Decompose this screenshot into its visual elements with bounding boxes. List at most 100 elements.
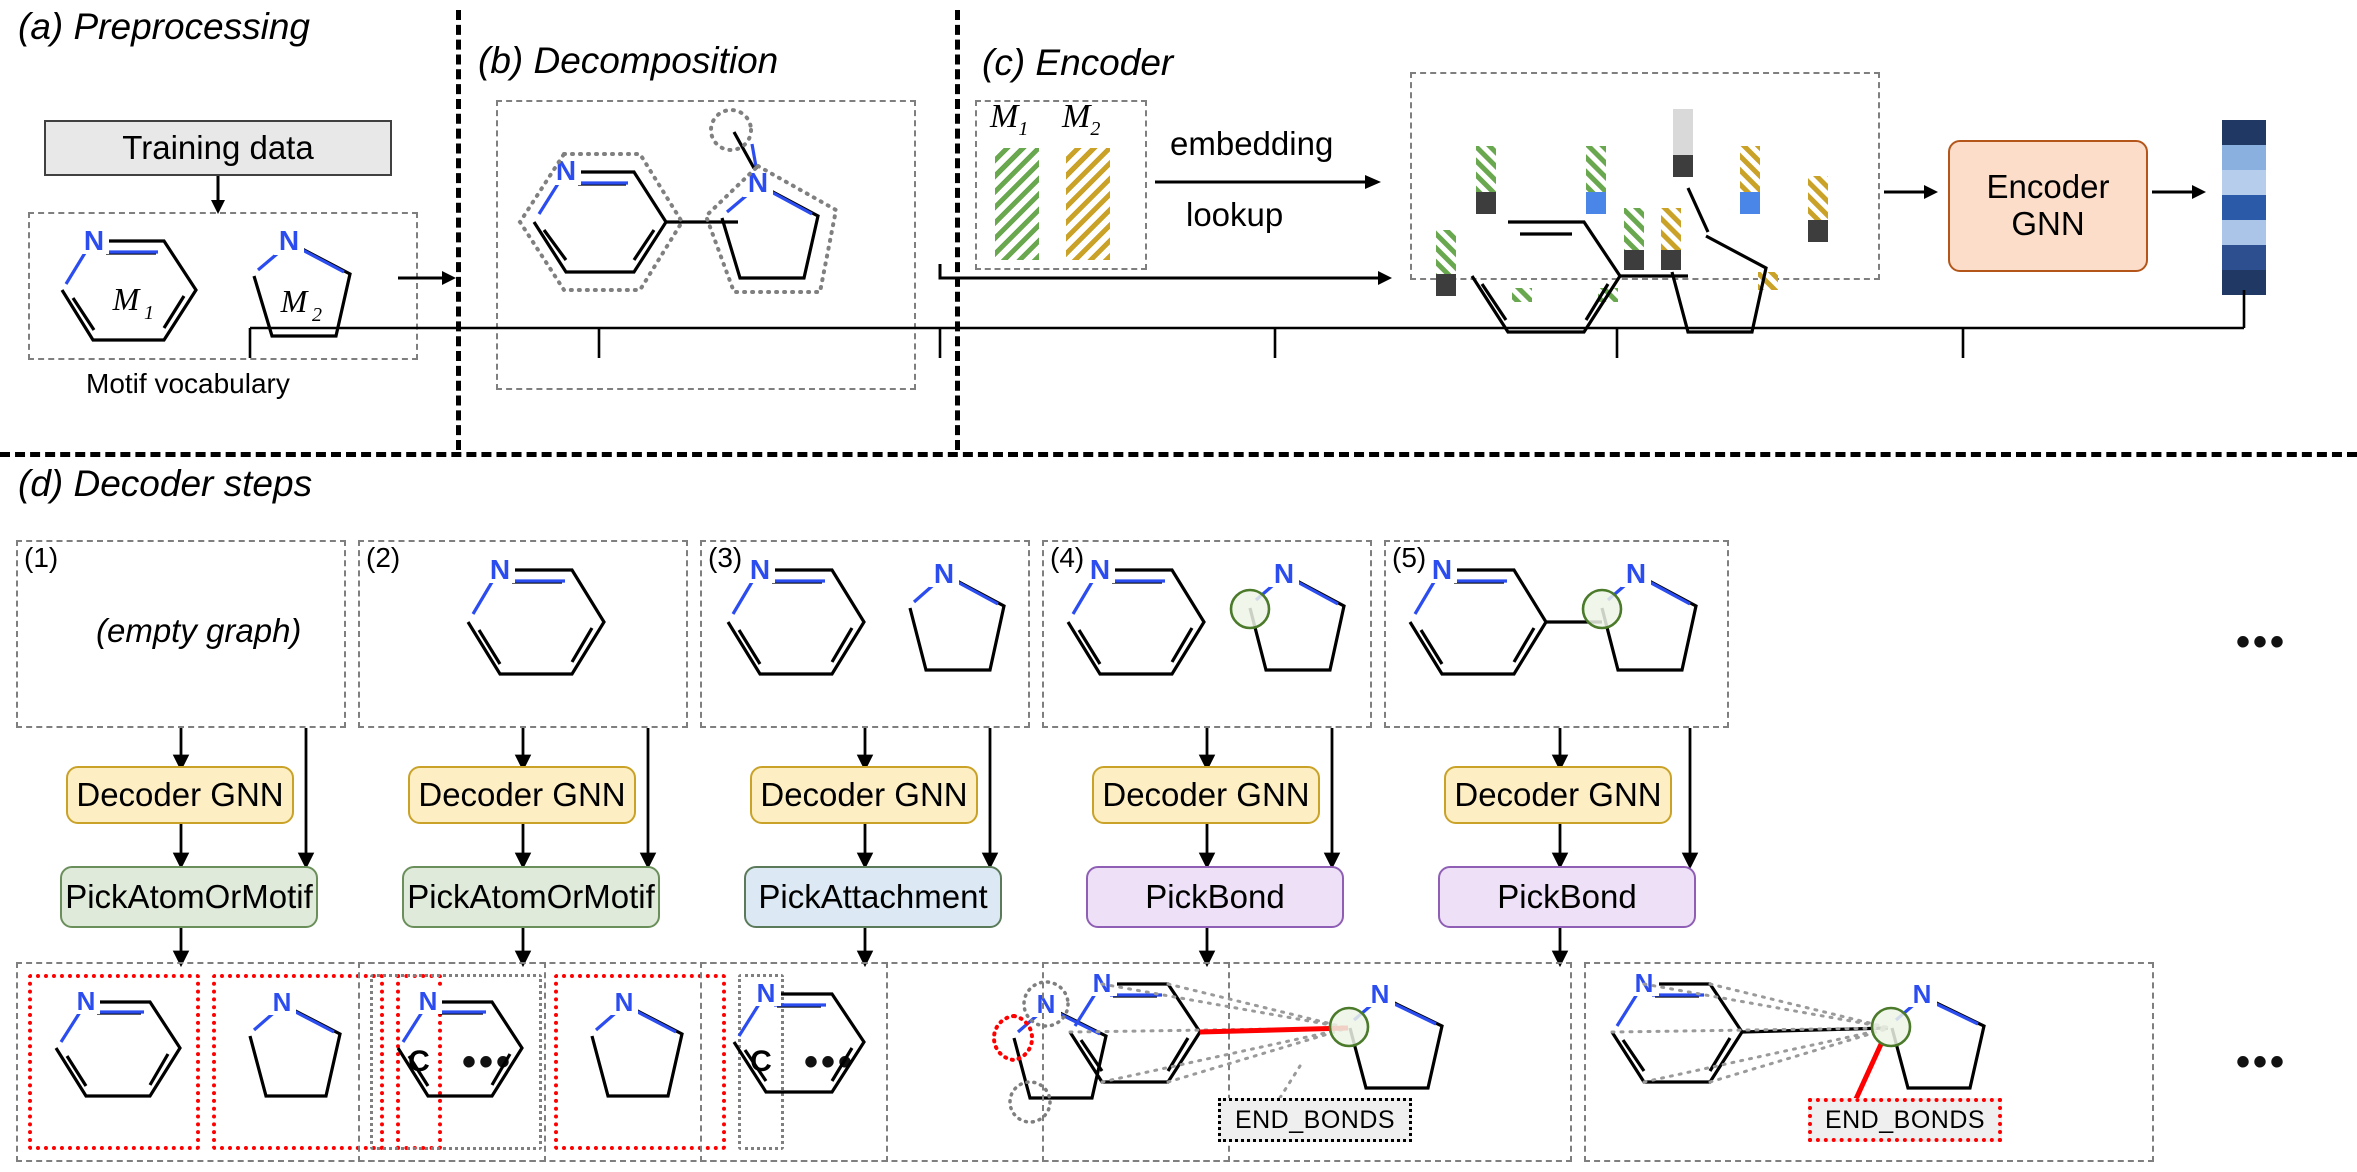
decoder-step-2-state bbox=[358, 540, 688, 728]
attachment-candidate-selected bbox=[991, 1014, 1016, 1062]
decoder-step-2-number: (2) bbox=[366, 542, 401, 573]
decoder-step-1-number: (1) bbox=[24, 542, 59, 573]
arrow-to-encoder-gnn bbox=[1884, 185, 1938, 199]
svg-text:N: N bbox=[757, 978, 776, 1008]
decoder-step-3-candidates bbox=[700, 962, 1230, 1162]
decoder-fanout-connector bbox=[248, 290, 2246, 358]
svg-text:N: N bbox=[84, 225, 104, 256]
svg-text:N: N bbox=[1371, 979, 1390, 1009]
svg-text:N: N bbox=[556, 155, 576, 186]
svg-text:N: N bbox=[615, 987, 634, 1017]
end-bonds-box-step4[interactable]: END_BONDS bbox=[1218, 1098, 1412, 1142]
selected-bond bbox=[1199, 1025, 1349, 1035]
attachment-candidate-selected-2 bbox=[1012, 1014, 1035, 1062]
decoder-gnn-box-1[interactable]: Decoder GNN bbox=[66, 766, 294, 824]
decoder-step-4-structures: N N bbox=[1066, 554, 1346, 676]
decoder-step-2-pyridine: N bbox=[466, 554, 606, 676]
encoder-gnn-box[interactable]: Encoder GNN bbox=[1948, 140, 2148, 272]
encoder-annotated-molecule-box bbox=[1410, 72, 1880, 280]
module-box-pick-bond-1[interactable]: PickBond bbox=[1086, 866, 1344, 928]
candidate-pyridine-structure-1: N bbox=[54, 986, 182, 1098]
decoder-step-5-number: (5) bbox=[1392, 542, 1427, 573]
svg-text:M: M bbox=[112, 281, 142, 317]
svg-text:N: N bbox=[1274, 558, 1294, 589]
decoder-gnn-box-5[interactable]: Decoder GNN bbox=[1444, 766, 1672, 824]
decoder-step-5-structures: N N bbox=[1408, 554, 1698, 676]
encoder-gnn-line1: Encoder bbox=[1986, 168, 2110, 206]
decoder-gnn-box-2[interactable]: Decoder GNN bbox=[408, 766, 636, 824]
module-box-pick-atom-or-motif-1[interactable]: PickAtomOrMotif bbox=[60, 866, 318, 928]
decomposition-box bbox=[496, 100, 916, 390]
decoder-step-1-candidates bbox=[16, 962, 546, 1162]
decoder-step-1-state bbox=[16, 540, 346, 728]
lookup-label: lookup bbox=[1186, 196, 1284, 233]
arrows-module-to-candidates bbox=[172, 928, 1569, 968]
svg-text:N: N bbox=[273, 987, 292, 1017]
decoder-step-1-empty-graph: (empty graph) bbox=[96, 612, 302, 649]
decoder-step-4-candidate-structure: N N bbox=[1068, 968, 1444, 1138]
arrows-state-skip-to-module bbox=[297, 728, 1699, 870]
latent-cell-4 bbox=[2222, 220, 2266, 245]
motif-vocabulary-box bbox=[28, 212, 418, 360]
section-title-encoder: (c) Encoder bbox=[982, 42, 1174, 83]
divider-vertical-b-c bbox=[955, 10, 960, 450]
decoder-step-3-structures: N N bbox=[726, 554, 1006, 676]
motif-m1-structure: N M 1 bbox=[60, 225, 198, 342]
decoder-step-4-state bbox=[1042, 540, 1372, 728]
arrow-embedding-lookup bbox=[1155, 175, 1381, 189]
decoder-step-4-number: (4) bbox=[1050, 542, 1085, 573]
svg-text:N: N bbox=[77, 986, 96, 1016]
module-box-pick-atom-or-motif-2[interactable]: PickAtomOrMotif bbox=[402, 866, 660, 928]
svg-text:N: N bbox=[1037, 989, 1056, 1019]
section-title-preprocessing: (a) Preprocessing bbox=[18, 6, 311, 47]
motif-vocabulary-caption: Motif vocabulary bbox=[86, 368, 290, 399]
candidates-ellipsis-5: ••• bbox=[2236, 1040, 2288, 1084]
encoder-bar-m2 bbox=[1066, 148, 1110, 260]
decomposition-structure: N N bbox=[517, 108, 839, 294]
module-box-pick-bond-2[interactable]: PickBond bbox=[1438, 866, 1696, 928]
svg-text:2: 2 bbox=[312, 304, 322, 326]
arrows-gnn-to-module bbox=[172, 824, 1569, 870]
decoder-step-3-state bbox=[700, 540, 1030, 728]
arrows-state-to-gnn bbox=[172, 728, 1569, 772]
decoder-gnn-box-4[interactable]: Decoder GNN bbox=[1092, 766, 1320, 824]
encoder-bar-label-m1: M1 bbox=[990, 98, 1029, 140]
attachment-marker-icon bbox=[1229, 588, 1271, 630]
latent-cell-1 bbox=[2222, 145, 2266, 170]
section-title-decomposition: (b) Decomposition bbox=[478, 40, 779, 81]
svg-text:M: M bbox=[280, 283, 310, 319]
decoder-step-3-candidate-structures: N N bbox=[732, 978, 1108, 1124]
candidate-pyrrolidine-selected-1[interactable] bbox=[212, 974, 384, 1150]
latent-vector bbox=[2222, 120, 2266, 295]
encoder-motif-bars-box bbox=[975, 100, 1147, 270]
decoder-step-5-state bbox=[1384, 540, 1729, 728]
svg-text:N: N bbox=[750, 554, 770, 585]
svg-text:N: N bbox=[1913, 979, 1932, 1009]
candidate-pyrrolidine-selected-2[interactable] bbox=[554, 974, 726, 1150]
module-box-pick-attachment[interactable]: PickAttachment bbox=[744, 866, 1002, 928]
candidate-atom-c-2[interactable]: C bbox=[738, 974, 784, 1150]
candidate-pyridine-structure-2: N bbox=[396, 986, 524, 1098]
latent-cell-5 bbox=[2222, 245, 2266, 270]
candidate-pyrrolidine-structure-1: N bbox=[248, 987, 342, 1098]
arrow-encoder-gnn-to-latent bbox=[2152, 185, 2206, 199]
divider-horizontal bbox=[0, 452, 2357, 457]
svg-text:1: 1 bbox=[144, 302, 154, 324]
svg-text:N: N bbox=[1626, 558, 1646, 589]
attachment-marker-icon bbox=[1328, 1006, 1370, 1048]
decoder-step-2-candidates bbox=[358, 962, 888, 1162]
candidate-pyridine-unselected-2[interactable] bbox=[370, 974, 542, 1150]
candidate-pyrrolidine-structure-2: N bbox=[590, 987, 684, 1098]
decoder-step-5-candidates bbox=[1584, 962, 2154, 1162]
candidates-ellipsis-1: ••• bbox=[462, 1040, 514, 1084]
svg-text:N: N bbox=[419, 986, 438, 1016]
end-bonds-box-step5[interactable]: END_BONDS bbox=[1808, 1098, 2002, 1142]
arrow-training-to-vocab bbox=[211, 176, 225, 214]
svg-text:N: N bbox=[1090, 554, 1110, 585]
candidate-pyridine-selected-1[interactable] bbox=[28, 974, 200, 1150]
decoder-step-3-number: (3) bbox=[708, 542, 743, 573]
decoder-gnn-box-3[interactable]: Decoder GNN bbox=[750, 766, 978, 824]
svg-text:N: N bbox=[490, 554, 510, 585]
decoder-step-4-candidates bbox=[1042, 962, 1572, 1162]
attachment-candidate-n bbox=[1022, 980, 1070, 1028]
